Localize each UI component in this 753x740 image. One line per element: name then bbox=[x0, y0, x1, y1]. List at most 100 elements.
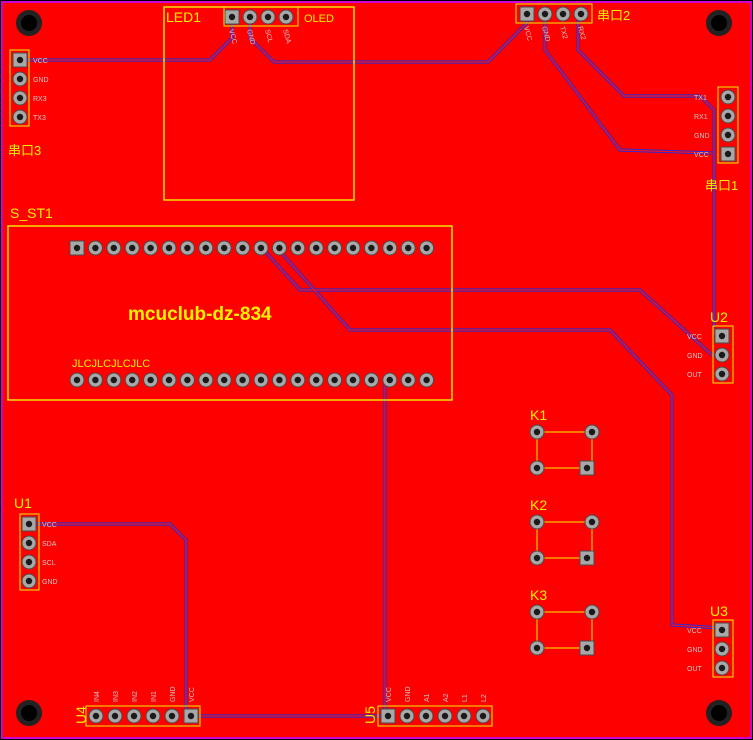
u2-sensor: U2 bbox=[710, 309, 734, 384]
u5-pin-label: L2 bbox=[481, 694, 488, 702]
led1-value: OLED bbox=[304, 13, 334, 25]
s-st1-bottom-pin-pad bbox=[87, 372, 103, 388]
led1-pin-label: VCC bbox=[227, 29, 238, 45]
button-pad bbox=[529, 514, 545, 530]
u4-pin-label: IN2 bbox=[132, 691, 139, 702]
u5-pin-pad bbox=[399, 708, 415, 724]
uart2-pin-pad bbox=[555, 6, 571, 22]
s-st1-top-pin-pad bbox=[419, 240, 435, 256]
u4-pin-label: VCC bbox=[189, 687, 196, 702]
uart1-connector: 串口1 bbox=[705, 86, 739, 193]
u1-pin-pad bbox=[21, 516, 37, 532]
s-st1-top-pin-pad bbox=[179, 240, 195, 256]
u5-pin-pad bbox=[475, 708, 491, 724]
button-pad bbox=[529, 424, 545, 440]
u4-pin-pad bbox=[145, 708, 161, 724]
u1-pin-label: VCC bbox=[42, 522, 57, 529]
s-st1-top-pin-pad bbox=[253, 240, 269, 256]
led1-pin-pad bbox=[260, 9, 276, 25]
u1-pin-pad bbox=[21, 554, 37, 570]
u3-pin-pad bbox=[714, 660, 730, 676]
u3-sensor: U3 bbox=[710, 603, 734, 678]
k1-ref: K1 bbox=[530, 407, 547, 423]
u2-pin-label: OUT bbox=[687, 372, 703, 379]
uart3-pin-label: GND bbox=[33, 77, 49, 84]
led1-pin-pad bbox=[242, 9, 258, 25]
u2-pin-pad bbox=[714, 366, 730, 382]
s-st1-bottom-pin-pad bbox=[106, 372, 122, 388]
led1-ref: LED1 bbox=[166, 9, 201, 25]
button-pad bbox=[579, 550, 595, 566]
u4-pin-pad bbox=[126, 708, 142, 724]
s-st1-bottom-pin-pad bbox=[235, 372, 251, 388]
button-pad bbox=[529, 550, 545, 566]
s-st1-bottom-pin-pad bbox=[419, 372, 435, 388]
uart3-pin-pad bbox=[12, 71, 28, 87]
u1-pin-pad bbox=[21, 573, 37, 589]
s-st1-top-pin-pad bbox=[198, 240, 214, 256]
led1-pin-label: SDA bbox=[281, 29, 292, 45]
uart1-pin-label: RX1 bbox=[694, 114, 708, 121]
u5-pin-pad bbox=[437, 708, 453, 724]
button-pad bbox=[579, 460, 595, 476]
uart3-pin-label: RX3 bbox=[33, 96, 47, 103]
s-st1-bottom-pin-pad bbox=[179, 372, 195, 388]
u3-pin-pad bbox=[714, 641, 730, 657]
u5-pin-label: VCC bbox=[386, 687, 393, 702]
s-st1-bottom-pin-pad bbox=[400, 372, 416, 388]
s-st1-top-pin-pad bbox=[235, 240, 251, 256]
uart2-pin-label: VCC bbox=[522, 26, 533, 42]
u2-pin-label: GND bbox=[687, 353, 703, 360]
uart2-connector: 串口2 bbox=[515, 3, 630, 24]
uart3-pin-label: VCC bbox=[33, 58, 48, 65]
u1-sensor: U1 bbox=[14, 495, 40, 591]
k2-ref: K2 bbox=[530, 497, 547, 513]
uart1-pin-label: VCC bbox=[694, 152, 709, 159]
u2-ref: U2 bbox=[710, 309, 728, 325]
u2-pin-label: VCC bbox=[687, 334, 702, 341]
uart2-pin-label: RX2 bbox=[576, 26, 586, 41]
s-st1-bottom-pin-pad bbox=[271, 372, 287, 388]
s-st1-bottom-pin-pad bbox=[253, 372, 269, 388]
board-title: mcuclub-dz-834 bbox=[128, 304, 272, 325]
s-st1-top-pin-pad bbox=[327, 240, 343, 256]
uart2-ref: 串口2 bbox=[597, 8, 630, 23]
u1-pin-label: SDA bbox=[42, 541, 57, 548]
led1-pin-label: GND bbox=[245, 29, 256, 46]
s-st1-bottom-pin-pad bbox=[382, 372, 398, 388]
uart2-pin-label: TX2 bbox=[558, 26, 568, 40]
u4-pin-label: IN3 bbox=[113, 691, 120, 702]
s-st1-top-pin-pad bbox=[363, 240, 379, 256]
s-st1-top-pin-pad bbox=[216, 240, 232, 256]
u3-pin-pad bbox=[714, 622, 730, 638]
s-st1-top-pin-pad bbox=[124, 240, 140, 256]
u5-pin-label: L1 bbox=[462, 694, 469, 702]
u5-pin-label: A2 bbox=[443, 693, 450, 702]
s-st1-module: S_ST1 mcuclub-dz-834 JLCJLCJLCJLC bbox=[7, 205, 453, 401]
uart1-ref: 串口1 bbox=[705, 178, 738, 193]
uart3-pin-pad bbox=[12, 52, 28, 68]
led1-pin-pad bbox=[224, 9, 240, 25]
pads bbox=[12, 6, 736, 724]
s-st1-top-pin-pad bbox=[345, 240, 361, 256]
s-st1-top-pin-pad bbox=[143, 240, 159, 256]
led1-oled-module: LED1 OLED bbox=[163, 6, 355, 201]
mounting-holes bbox=[16, 10, 732, 726]
u2-pin-pad bbox=[714, 328, 730, 344]
led1-pin-pad bbox=[278, 9, 294, 25]
s-st1-bottom-pin-pad bbox=[327, 372, 343, 388]
s-st1-top-pin-pad bbox=[382, 240, 398, 256]
button-pad bbox=[579, 640, 595, 656]
u1-pin-label: GND bbox=[42, 579, 58, 586]
s-st1-bottom-pin-pad bbox=[290, 372, 306, 388]
button-pad bbox=[584, 514, 600, 530]
u5-pin-pad bbox=[380, 708, 396, 724]
s-st1-top-pin-pad bbox=[69, 240, 85, 256]
u2-pin-pad bbox=[714, 347, 730, 363]
k1-button: K1 bbox=[530, 407, 593, 469]
u3-pin-label: VCC bbox=[687, 628, 702, 635]
button-pad bbox=[529, 460, 545, 476]
uart3-pin-label: TX3 bbox=[33, 115, 46, 122]
uart3-ref: 串口3 bbox=[8, 143, 41, 158]
